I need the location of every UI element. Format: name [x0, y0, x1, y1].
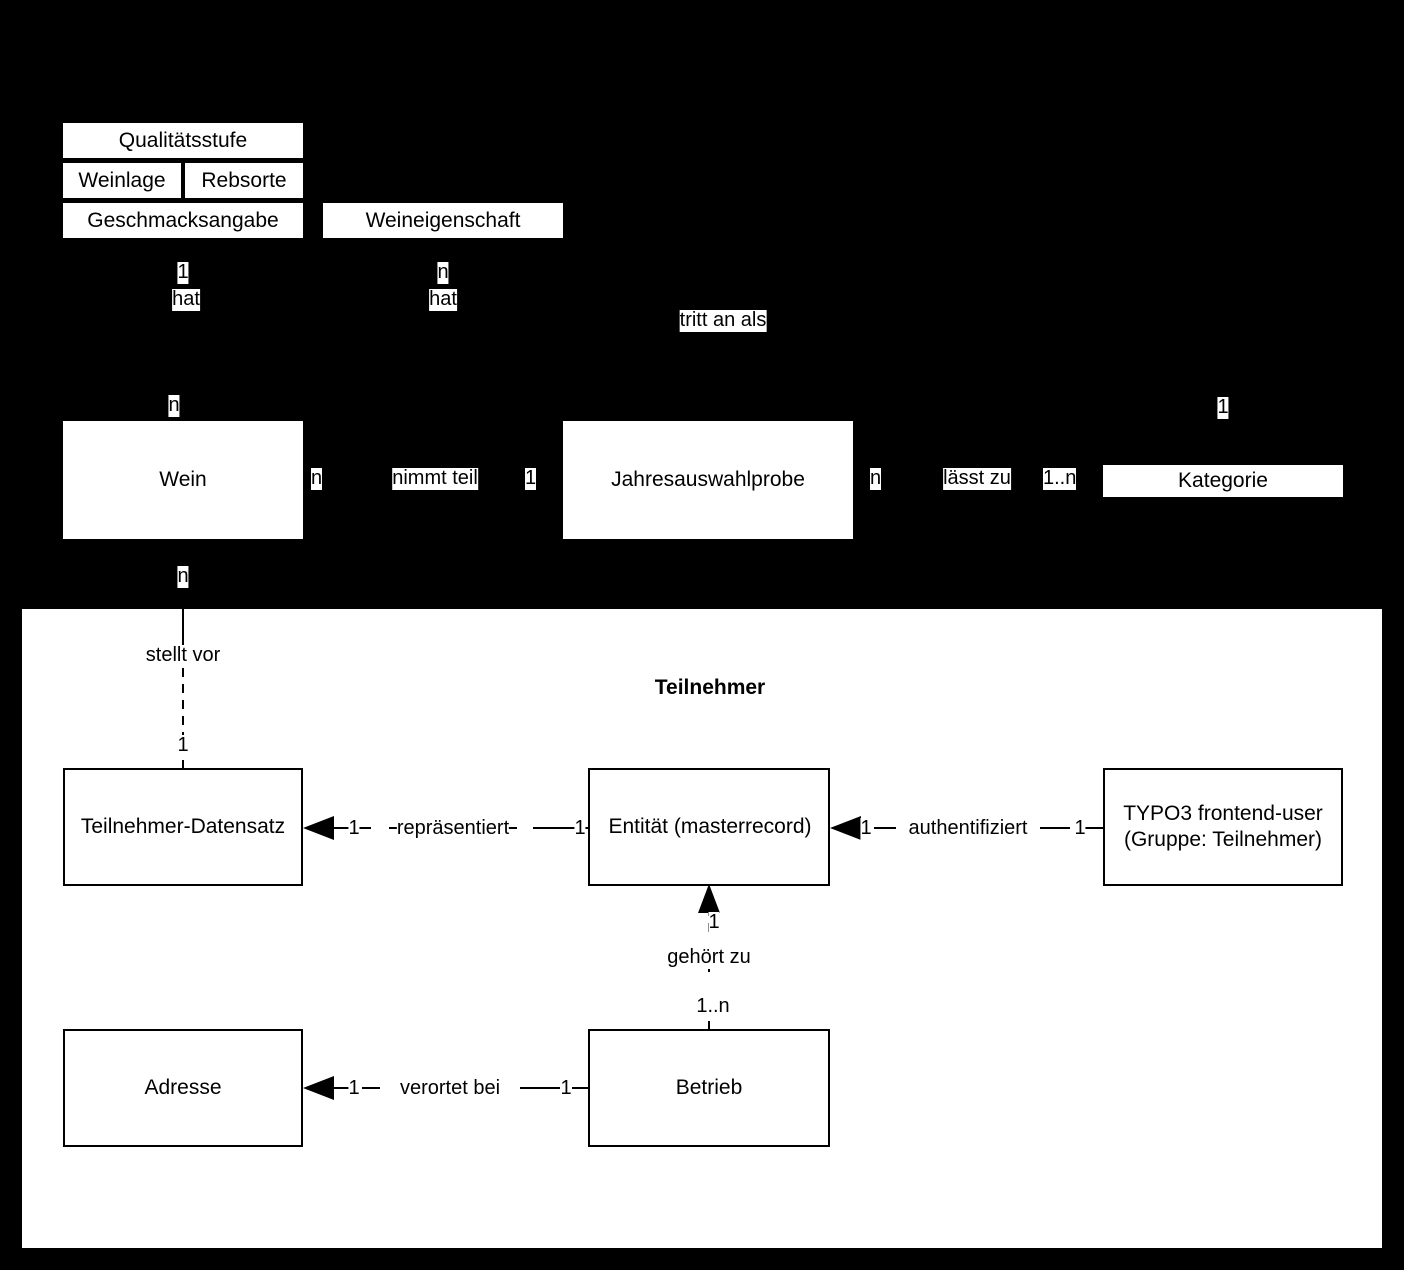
entity-qualitaetsstufe[interactable]: Qualitätsstufe	[63, 123, 303, 158]
relationship-tritt-an-als: tritt an als	[679, 309, 767, 332]
cardinality-repraesentiert-left-1: 1	[348, 817, 360, 840]
cardinality-nimmt-teil-1: 1	[525, 467, 537, 490]
relationship-nimmt-teil: nimmt teil	[392, 467, 478, 490]
cardinality-wein-top-n: n	[168, 394, 180, 417]
relationship-authentifiziert: authentifiziert	[908, 817, 1028, 840]
entity-rebsorte[interactable]: Rebsorte	[185, 163, 303, 198]
entity-geschmacksangabe[interactable]: Geschmacksangabe	[63, 203, 303, 238]
entity-adresse[interactable]: Adresse	[63, 1029, 303, 1147]
relationship-stellt-vor: stellt vor	[145, 644, 221, 667]
cardinality-kategorie-top-1: 1	[1217, 396, 1229, 419]
entity-weineigenschaft[interactable]: Weineigenschaft	[323, 203, 563, 238]
relationship-gehoert-zu: gehört zu	[667, 946, 751, 969]
cardinality-gehoert-zu-1n: 1..n	[696, 995, 730, 1018]
cardinality-hat-weineigenschaft-n: n	[437, 261, 449, 284]
cardinality-verortet-bei-left-1: 1	[348, 1077, 360, 1100]
relationship-verortet-bei: verortet bei	[399, 1077, 501, 1100]
cardinality-jahresauswahlprobe-right-n: n	[870, 467, 882, 490]
relationship-repraesentiert: repräsentiert	[396, 817, 510, 840]
entity-kategorie[interactable]: Kategorie	[1103, 465, 1343, 497]
entity-wein[interactable]: Wein	[63, 421, 303, 539]
entity-weinlage[interactable]: Weinlage	[63, 163, 181, 198]
entity-jahresauswahlprobe[interactable]: Jahresauswahlprobe	[563, 421, 853, 539]
relationship-hat-qualitaet: hat	[172, 288, 200, 311]
cardinality-gehoert-zu-1: 1	[708, 911, 720, 934]
cardinality-kategorie-left-1n: 1..n	[1043, 467, 1077, 490]
panel-title-teilnehmer: Teilnehmer	[654, 676, 766, 699]
cardinality-hat-qualitaet-1: 1	[177, 261, 189, 284]
relationship-hat-weineigenschaft: hat	[429, 288, 457, 311]
entity-typo3-frontend-user[interactable]: TYPO3 frontend-user (Gruppe: Teilnehmer)	[1103, 768, 1343, 886]
cardinality-stellt-vor-1: 1	[177, 734, 189, 757]
entity-entitaet-masterrecord[interactable]: Entität (masterrecord)	[588, 768, 830, 886]
entity-betrieb[interactable]: Betrieb	[588, 1029, 830, 1147]
cardinality-authentifiziert-right-1: 1	[1074, 817, 1086, 840]
cardinality-repraesentiert-right-1: 1	[574, 817, 586, 840]
cardinality-wein-right-n: n	[311, 467, 323, 490]
teilnehmer-panel	[22, 609, 1382, 1248]
cardinality-verortet-bei-right-1: 1	[560, 1077, 572, 1100]
cardinality-authentifiziert-left-1: 1	[860, 817, 872, 840]
cardinality-wein-bottom-n: n	[177, 565, 189, 588]
relationship-laesst-zu: lässt zu	[943, 467, 1011, 490]
entity-teilnehmer-datensatz[interactable]: Teilnehmer-Datensatz	[63, 768, 303, 886]
